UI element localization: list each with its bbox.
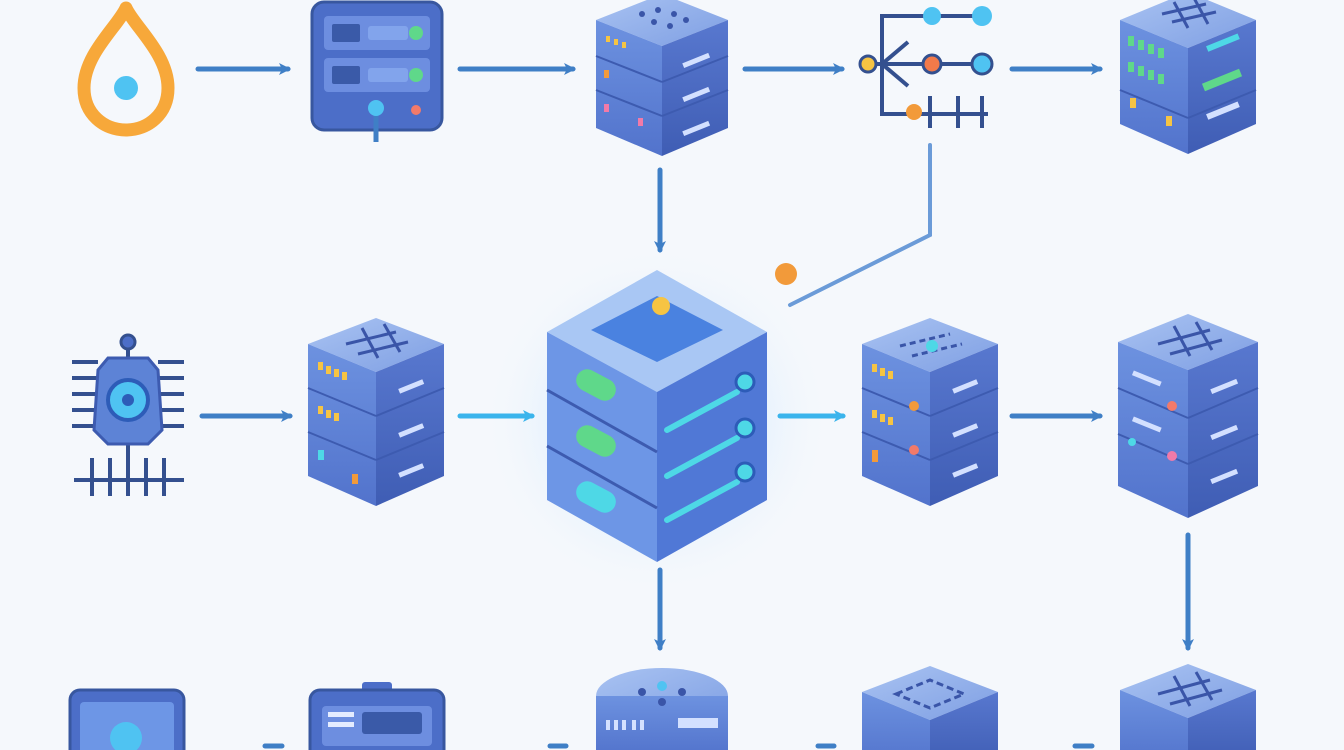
network-branch-icon[interactable] xyxy=(868,14,988,128)
edges xyxy=(195,63,1194,749)
tablet-icon[interactable] xyxy=(68,688,186,750)
edge-branch-to-hub xyxy=(788,143,932,307)
server-rack-icon[interactable] xyxy=(307,318,445,506)
server-rack-icon[interactable] xyxy=(861,318,999,506)
server-rack-icon[interactable] xyxy=(1120,664,1256,750)
branch-nodes xyxy=(858,6,994,120)
server-rack-icon[interactable] xyxy=(595,0,729,156)
chip-sensor-icon[interactable] xyxy=(72,333,184,496)
server-rack-icon[interactable] xyxy=(596,668,728,750)
server-rack-icon[interactable] xyxy=(1119,0,1257,154)
control-panel-icon[interactable] xyxy=(310,0,444,142)
signal-dot xyxy=(775,263,797,285)
control-panel-icon[interactable] xyxy=(308,682,446,750)
server-rack-icon[interactable] xyxy=(862,666,998,750)
server-rack-icon[interactable] xyxy=(1117,314,1259,518)
central-server-icon[interactable] xyxy=(546,270,767,562)
water-drop-icon[interactable] xyxy=(77,1,175,137)
